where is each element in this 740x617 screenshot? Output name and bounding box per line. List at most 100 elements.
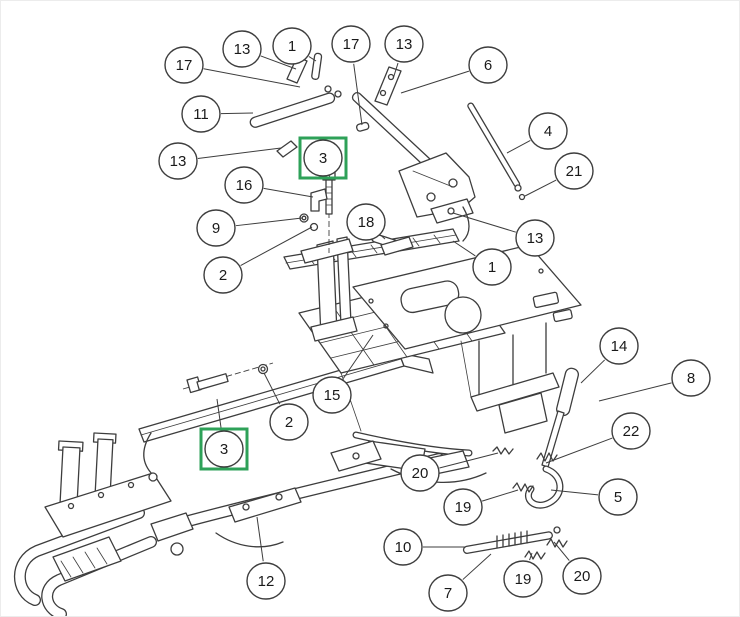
front-block: [52, 536, 122, 582]
callout-22[interactable]: 22: [611, 412, 651, 450]
callout-13[interactable]: 13: [515, 219, 555, 257]
leader-line: [216, 398, 222, 430]
callout-10[interactable]: 10: [383, 528, 423, 566]
callout-3[interactable]: 3: [298, 136, 348, 180]
bracket-hole: [426, 192, 436, 202]
callout-number: 5: [614, 489, 622, 506]
clip: [356, 121, 370, 132]
callout-4[interactable]: 4: [528, 112, 568, 150]
callout-2[interactable]: 2: [203, 256, 243, 294]
rod-nut: [518, 193, 526, 201]
leader-line: [353, 63, 363, 126]
caster-pivot: [170, 542, 184, 556]
callout-number: 9: [212, 220, 220, 237]
callout-12[interactable]: 12: [246, 562, 286, 600]
channel-tick: [433, 234, 441, 244]
callout-20[interactable]: 20: [400, 454, 440, 492]
rail-edge: [140, 358, 402, 436]
callout-13[interactable]: 13: [158, 142, 198, 180]
callout-19[interactable]: 19: [503, 560, 543, 598]
bolt-hole: [242, 503, 250, 511]
post-top-bracket: [300, 238, 354, 264]
callout-circle: [611, 412, 651, 450]
handle-tube: [249, 92, 336, 128]
leader-line: [481, 489, 519, 502]
callout-number: 3: [319, 150, 327, 167]
callout-number: 13: [234, 41, 251, 58]
rail-end-bracket: [398, 352, 434, 374]
callout-circle: [671, 359, 711, 397]
leader-line: [380, 234, 386, 240]
callout-circle: [443, 488, 483, 526]
bumper-tube-2-fill: [42, 537, 156, 616]
rod-hook: [553, 526, 561, 534]
callout-9[interactable]: 9: [196, 209, 236, 247]
callout-number: 17: [343, 36, 360, 53]
leader-line: [392, 62, 399, 80]
callout-number: 7: [444, 585, 452, 602]
callout-8[interactable]: 8: [671, 359, 711, 397]
callout-15[interactable]: 15: [312, 376, 352, 414]
front-plate: [44, 472, 172, 538]
hatch-line: [60, 560, 72, 578]
callout-13[interactable]: 13: [384, 25, 424, 63]
washer: [257, 363, 269, 375]
callout-circle: [562, 557, 602, 595]
strip-bracket: [228, 487, 302, 523]
leader-line: [506, 140, 531, 154]
callout-17[interactable]: 17: [164, 46, 204, 84]
callout-11[interactable]: 11: [181, 95, 221, 133]
leader-line: [439, 452, 499, 469]
callout-circle: [303, 139, 343, 177]
callout-19[interactable]: 19: [443, 488, 483, 526]
callout-number: 17: [176, 57, 193, 74]
link-strip: [380, 236, 414, 256]
callout-1[interactable]: 1: [472, 248, 512, 286]
caster-bracket: [150, 512, 194, 542]
bolt-hole: [97, 491, 105, 499]
seat-hole: [444, 296, 482, 334]
callout-14[interactable]: 14: [599, 327, 639, 365]
callout-2[interactable]: 2: [269, 403, 309, 441]
callout-number: 1: [288, 38, 296, 55]
callout-17[interactable]: 17: [331, 25, 371, 63]
nut-small: [309, 222, 319, 232]
callout-16[interactable]: 16: [224, 166, 264, 204]
callout-number: 16: [236, 177, 253, 194]
callout-18[interactable]: 18: [346, 203, 386, 241]
callout-20[interactable]: 20: [562, 557, 602, 595]
bolt-axis: [182, 362, 274, 390]
callout-number: 13: [527, 230, 544, 247]
callout-7[interactable]: 7: [428, 574, 468, 612]
hitch-hole: [352, 452, 360, 460]
leader-line: [452, 240, 476, 257]
bolt-hole: [67, 502, 75, 510]
callout-number: 13: [170, 153, 187, 170]
callout-circle: [400, 454, 440, 492]
callout-5[interactable]: 5: [598, 478, 638, 516]
callout-number: 14: [611, 338, 628, 355]
hinge-tab: [552, 308, 573, 323]
callout-number: 4: [544, 123, 552, 140]
callout-number: 11: [193, 106, 209, 123]
callout-3[interactable]: 3: [199, 427, 249, 471]
brake-lever: [556, 367, 579, 417]
bolt-hole: [383, 323, 389, 329]
callout-number: 1: [488, 259, 496, 276]
highlight-box: [298, 136, 348, 180]
s-link-fill: [526, 466, 563, 508]
bolt-hole: [127, 481, 135, 489]
leader-line: [598, 382, 672, 402]
callout-13[interactable]: 13: [222, 30, 262, 68]
callout-1[interactable]: 1: [272, 27, 312, 65]
callout-number: 10: [395, 539, 412, 556]
bolt-hole: [538, 268, 544, 274]
support-line: [460, 340, 472, 398]
bracket-hole: [448, 178, 458, 188]
bolt-shaft: [196, 373, 229, 391]
grid-line: [331, 304, 375, 366]
callout-21[interactable]: 21: [554, 152, 594, 190]
leader-line: [529, 552, 533, 561]
callout-6[interactable]: 6: [468, 46, 508, 84]
